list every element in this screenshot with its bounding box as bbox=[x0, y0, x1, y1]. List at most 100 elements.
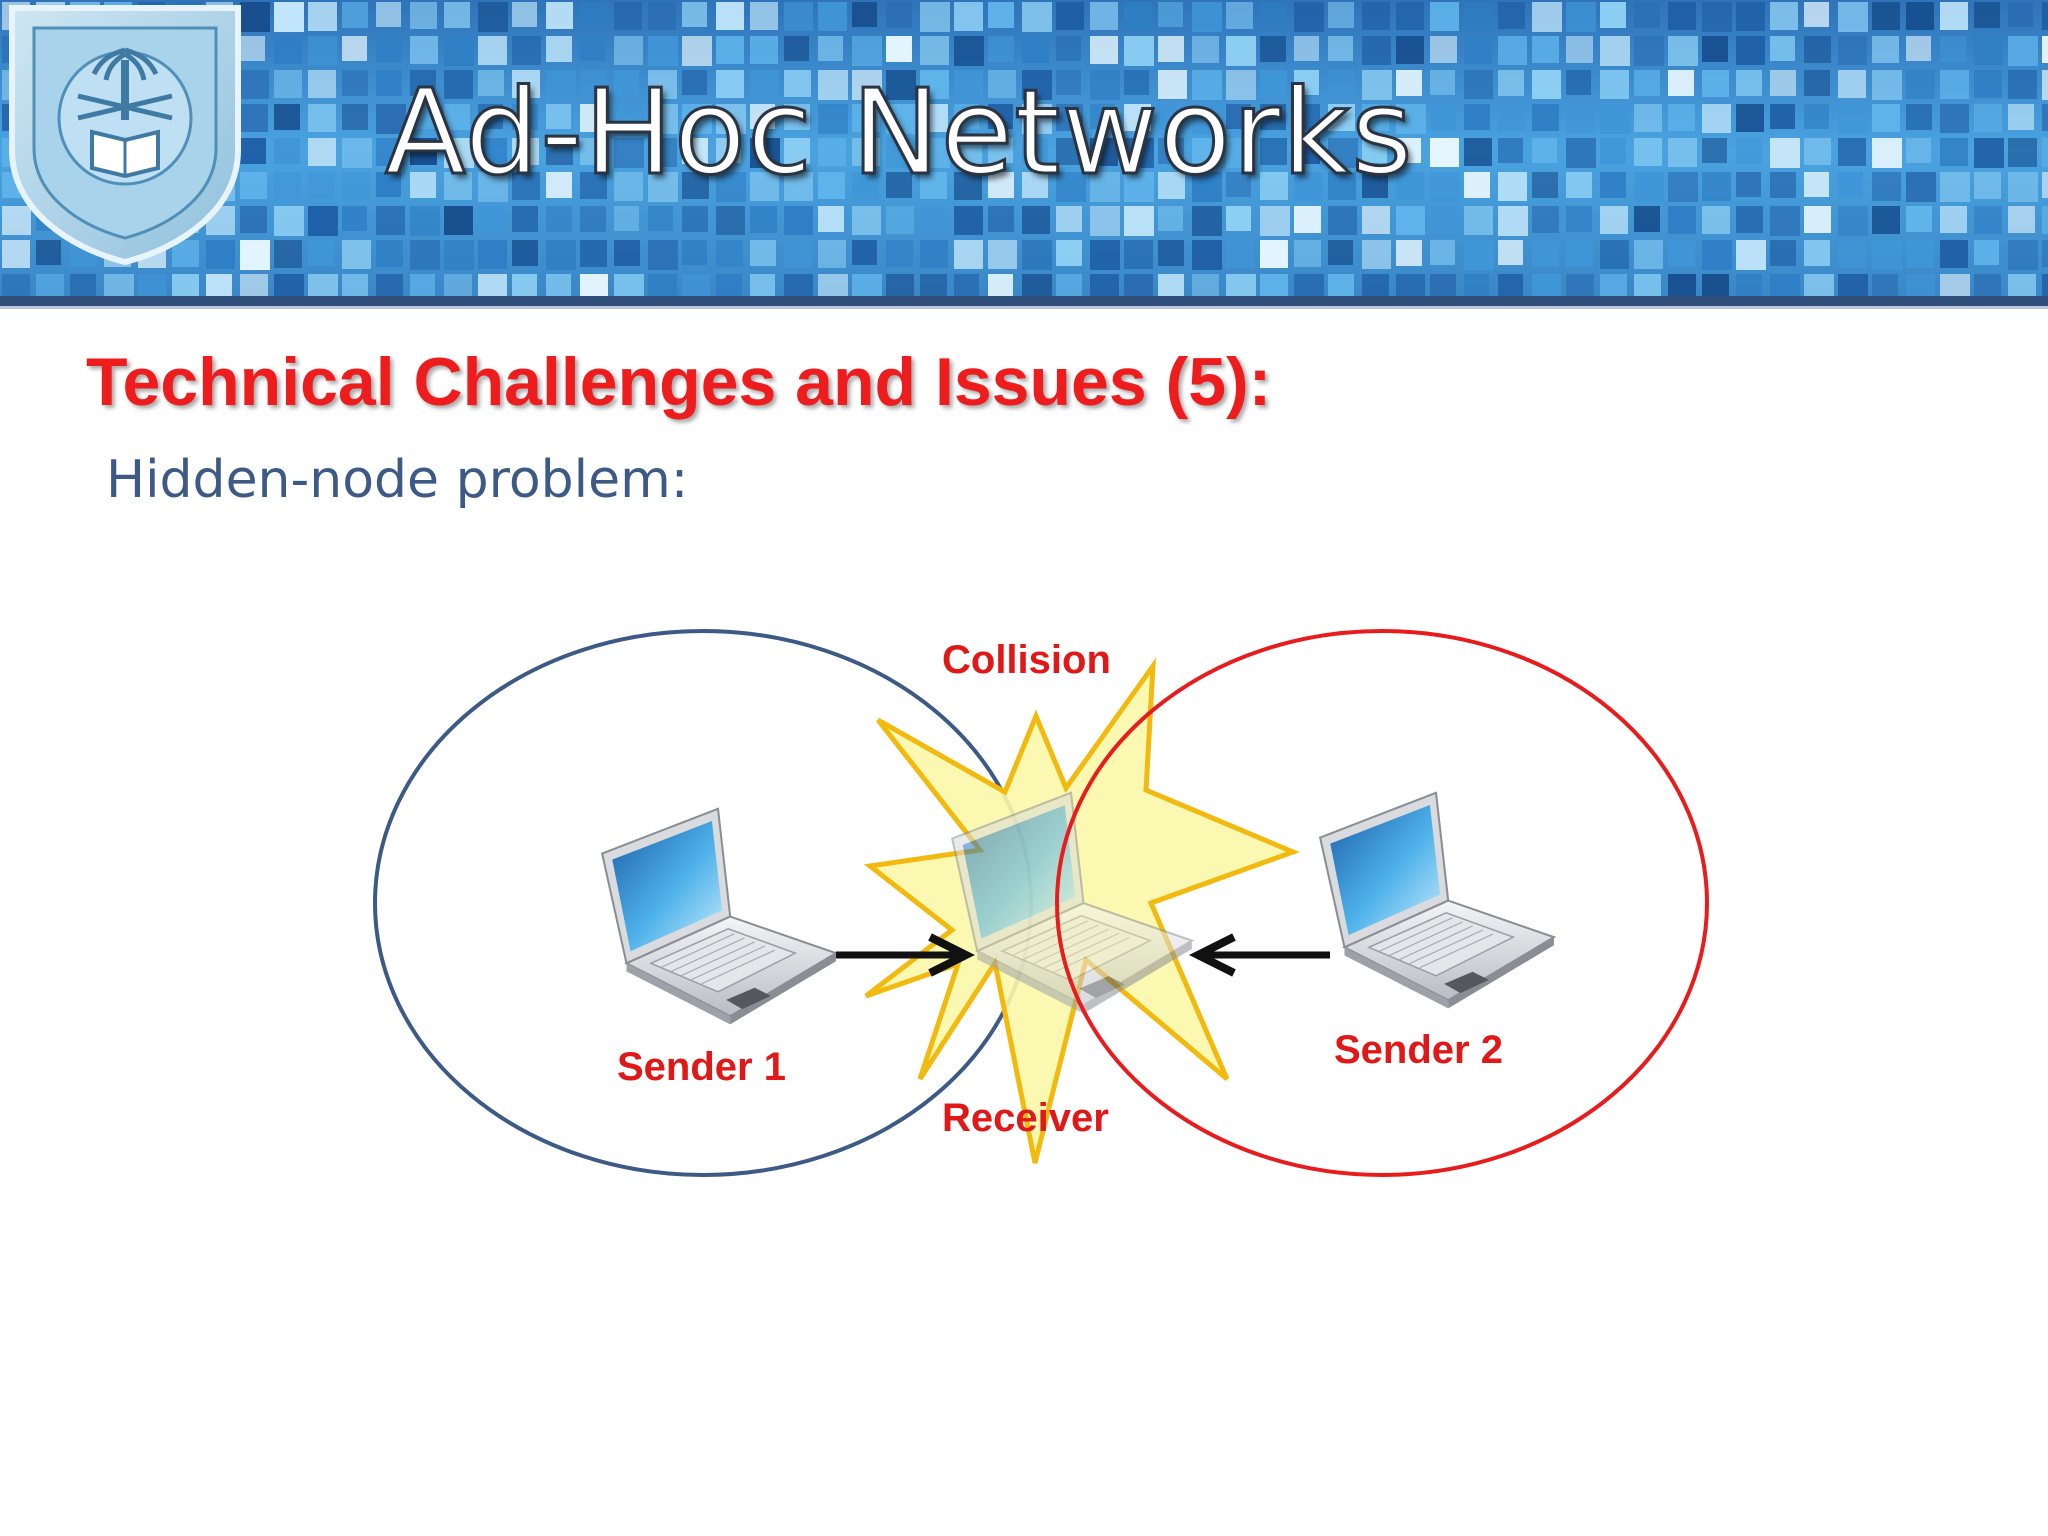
mosaic-tile bbox=[444, 70, 473, 99]
mosaic-tile bbox=[2042, 36, 2048, 63]
mosaic-tile bbox=[376, 138, 404, 166]
mosaic-tile bbox=[1770, 2, 1798, 30]
mosaic-tile bbox=[750, 274, 775, 299]
mosaic-tile bbox=[410, 240, 440, 270]
mosaic-tile bbox=[750, 36, 778, 64]
mosaic-tile bbox=[1872, 36, 1899, 63]
mosaic-tile bbox=[444, 274, 472, 300]
mosaic-tile bbox=[1124, 2, 1152, 30]
mosaic-tile bbox=[2042, 104, 2048, 131]
mosaic-tile bbox=[1158, 104, 1184, 130]
mosaic-tile bbox=[1600, 104, 1630, 134]
mosaic-tile bbox=[852, 172, 879, 199]
mosaic-tile bbox=[1056, 138, 1083, 165]
mosaic-tile bbox=[1396, 274, 1425, 300]
mosaic-tile bbox=[376, 206, 405, 235]
mosaic-tile bbox=[1396, 240, 1422, 266]
mosaic-tile bbox=[1702, 172, 1731, 201]
mosaic-tile bbox=[1090, 206, 1120, 236]
mosaic-tile bbox=[1158, 36, 1184, 62]
mosaic-tile bbox=[1022, 274, 1052, 300]
mosaic-tile bbox=[274, 36, 302, 64]
mosaic-tile bbox=[1056, 240, 1082, 266]
mosaic-tile bbox=[818, 2, 847, 31]
mosaic-tile bbox=[1464, 70, 1493, 99]
mosaic-tile bbox=[1940, 70, 1969, 99]
mosaic-tile bbox=[512, 70, 540, 98]
mosaic-tile bbox=[546, 2, 573, 29]
mosaic-tile bbox=[784, 2, 813, 31]
mosaic-tile bbox=[1090, 172, 1120, 202]
sender1-arrow-icon bbox=[836, 933, 975, 977]
mosaic-tile bbox=[1328, 274, 1354, 300]
mosaic-tile bbox=[342, 70, 368, 96]
mosaic-tile bbox=[988, 240, 1017, 269]
sender2-label: Sender 2 bbox=[1334, 1028, 1503, 1072]
mosaic-tile bbox=[852, 138, 880, 166]
mosaic-tile bbox=[1294, 36, 1319, 61]
mosaic-tile bbox=[1158, 274, 1184, 300]
mosaic-tile bbox=[546, 104, 571, 129]
mosaic-tile bbox=[886, 206, 914, 234]
mosaic-tile bbox=[1498, 70, 1524, 96]
mosaic-tile bbox=[580, 70, 606, 96]
mosaic-tile bbox=[1838, 274, 1868, 300]
mosaic-tile bbox=[1294, 172, 1323, 201]
mosaic-tile bbox=[614, 206, 639, 231]
mosaic-tile bbox=[308, 206, 338, 236]
mosaic-tile bbox=[1668, 70, 1694, 96]
mosaic-tile bbox=[1056, 70, 1081, 95]
mosaic-tile bbox=[1736, 70, 1762, 96]
mosaic-tile bbox=[1430, 138, 1459, 167]
mosaic-tile bbox=[614, 104, 644, 134]
mosaic-tile bbox=[1498, 172, 1527, 201]
mosaic-tile bbox=[1974, 274, 2001, 300]
mosaic-tile bbox=[716, 274, 742, 300]
mosaic-tile bbox=[1158, 2, 1183, 27]
mosaic-tile bbox=[1260, 172, 1288, 200]
mosaic-tile bbox=[2, 206, 31, 235]
mosaic-tile bbox=[2008, 36, 2038, 66]
deck-title: Ad-Hoc Networks bbox=[384, 62, 1415, 203]
mosaic-tile bbox=[1872, 172, 1901, 201]
mosaic-tile bbox=[1566, 104, 1595, 133]
mosaic-tile bbox=[920, 206, 946, 232]
mosaic-tile bbox=[1362, 104, 1389, 131]
mosaic-tile bbox=[1600, 206, 1628, 234]
mosaic-tile bbox=[1464, 138, 1492, 166]
mosaic-tile bbox=[1974, 36, 2003, 65]
mosaic-tile bbox=[1056, 206, 1082, 232]
mosaic-tile bbox=[2008, 2, 2033, 27]
mosaic-tile bbox=[1260, 138, 1287, 165]
mosaic-tile bbox=[342, 240, 371, 269]
mosaic-tile bbox=[954, 138, 982, 166]
mosaic-tile bbox=[2042, 240, 2048, 267]
mosaic-tile bbox=[1464, 2, 1494, 32]
mosaic-tile bbox=[512, 138, 539, 165]
mosaic-tile bbox=[1396, 36, 1424, 64]
mosaic-tile bbox=[818, 240, 846, 268]
mosaic-tile bbox=[852, 70, 882, 100]
mosaic-tile bbox=[1804, 172, 1829, 197]
mosaic-tile bbox=[1396, 206, 1425, 235]
mosaic-tile bbox=[546, 138, 573, 165]
mosaic-tile bbox=[648, 138, 677, 167]
mosaic-tile bbox=[512, 240, 538, 266]
mosaic-tile bbox=[2042, 206, 2048, 234]
mosaic-tile bbox=[1566, 2, 1596, 32]
mosaic-tile bbox=[274, 2, 304, 32]
mosaic-tile bbox=[274, 240, 302, 268]
mosaic-tile bbox=[1770, 172, 1796, 198]
mosaic-tile bbox=[1362, 206, 1390, 234]
mosaic-tile bbox=[750, 70, 779, 99]
mosaic-tile bbox=[920, 36, 949, 65]
mosaic-tile bbox=[580, 104, 608, 132]
mosaic-tile bbox=[920, 138, 950, 168]
mosaic-tile bbox=[1600, 36, 1630, 66]
mosaic-tile bbox=[580, 36, 605, 61]
mosaic-tile bbox=[716, 138, 741, 163]
mosaic-tile bbox=[1056, 2, 1084, 30]
mosaic-tile bbox=[920, 2, 950, 32]
mosaic-tile bbox=[852, 2, 877, 27]
mosaic-tile bbox=[954, 274, 979, 299]
